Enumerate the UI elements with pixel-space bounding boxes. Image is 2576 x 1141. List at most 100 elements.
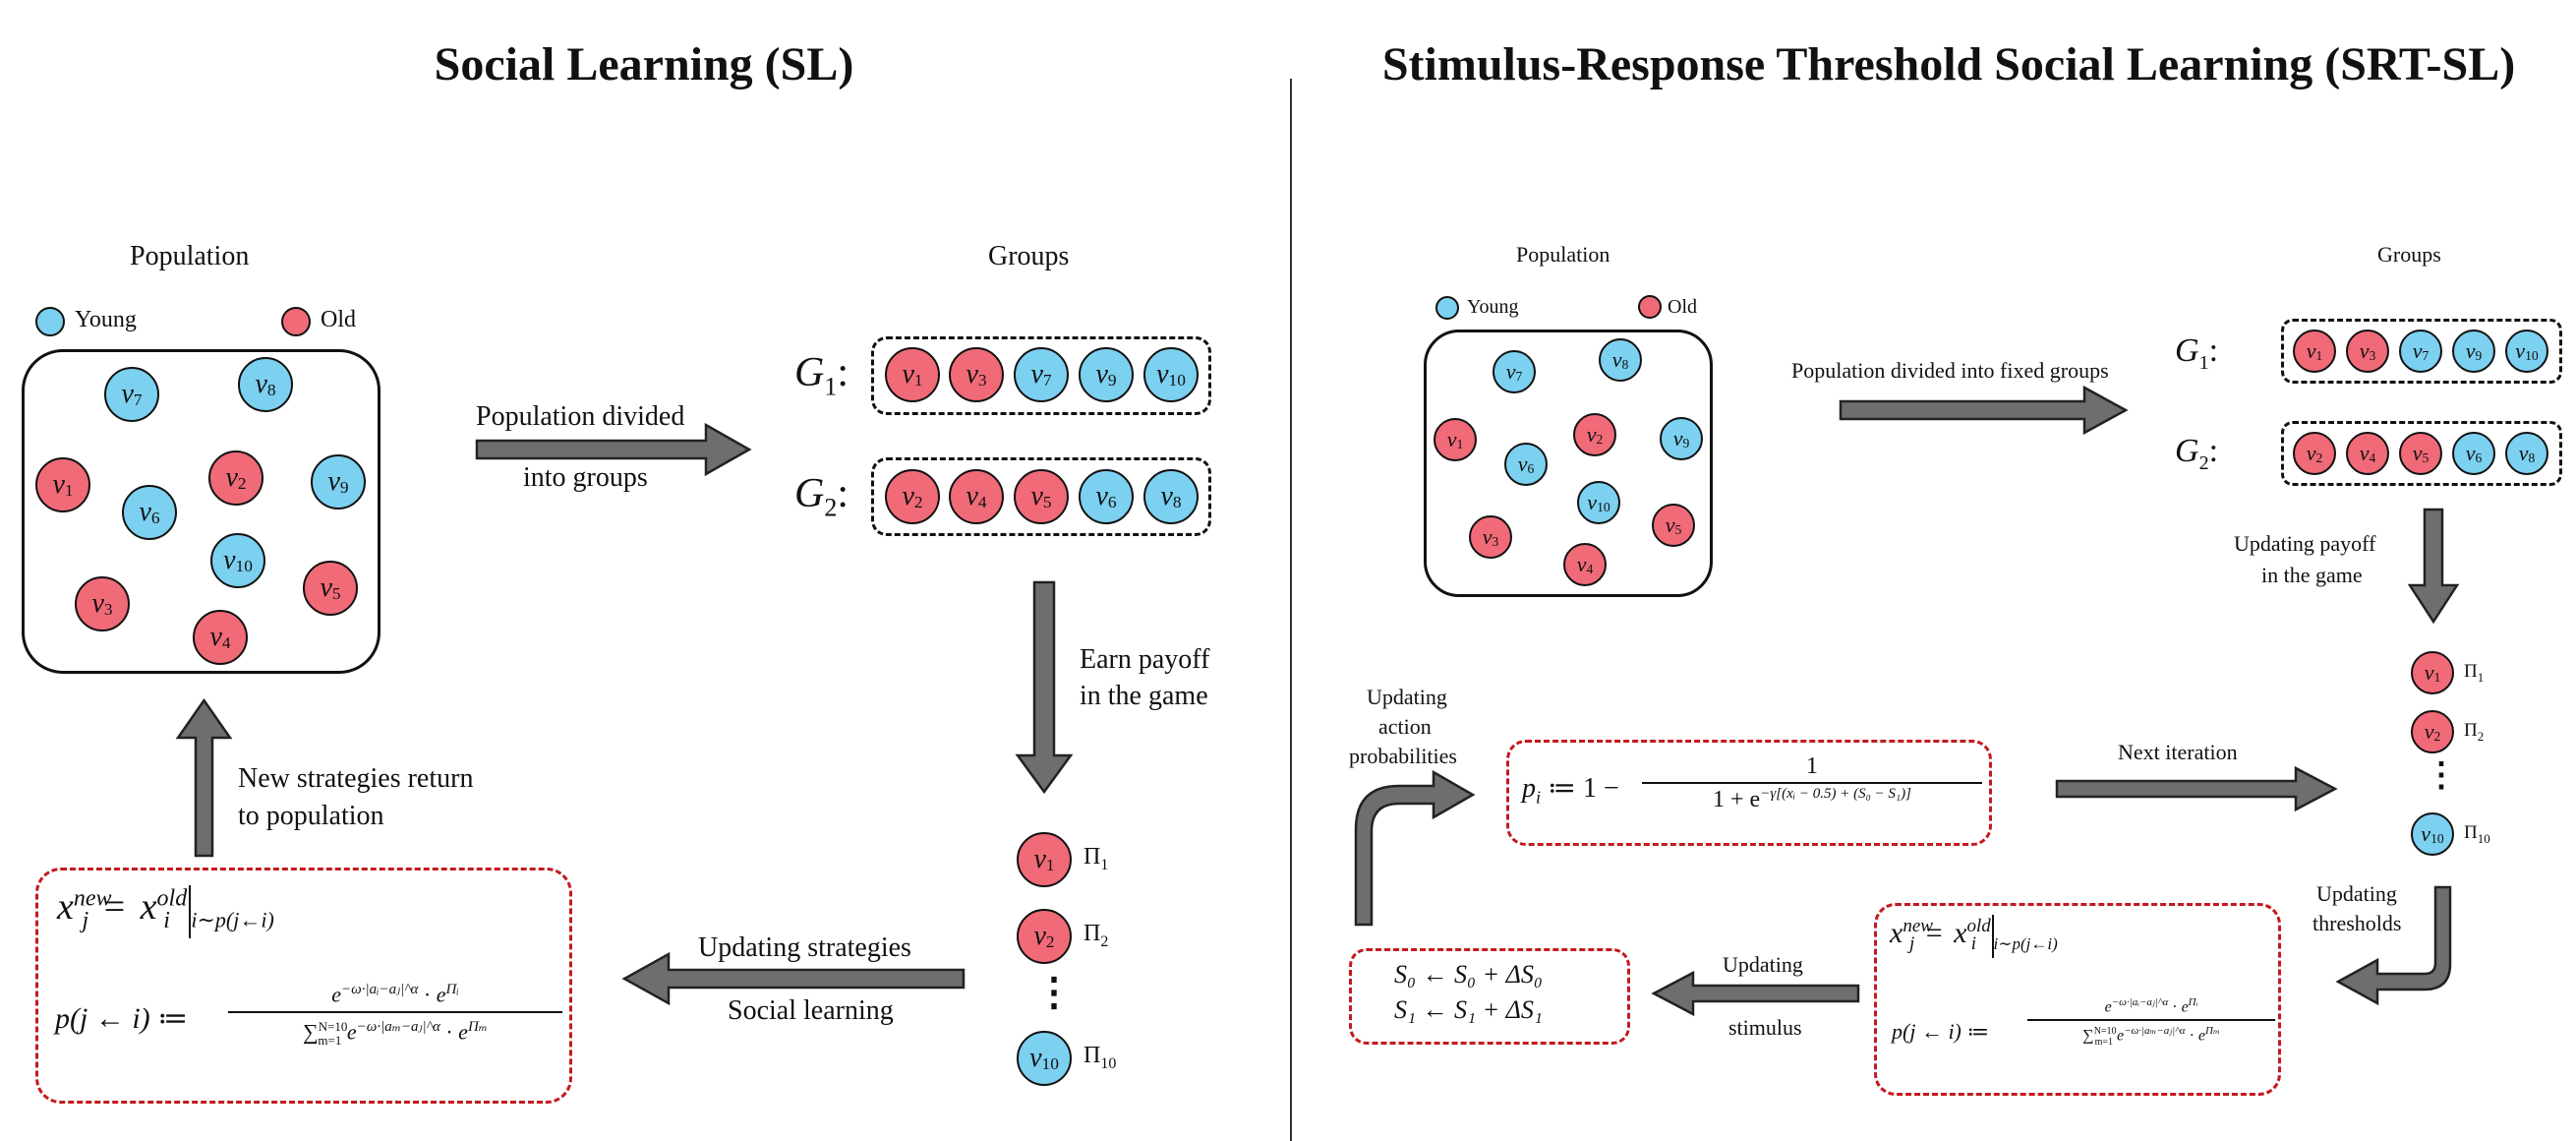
left-title: Social Learning (SL) — [434, 38, 854, 90]
sl-formula-box — [35, 868, 572, 1104]
srt-divide-label: Population divided into fixed groups — [1791, 358, 2109, 383]
sl-prob-lhs: p(j ← i) ≔ — [55, 1002, 189, 1035]
update-strategies-label: Updating strategies — [698, 932, 911, 963]
earn-payoff-label-2: in the game — [1080, 681, 1208, 711]
payoff-pi10: Π10 — [1083, 1043, 1117, 1072]
group-g2-box — [871, 457, 1211, 536]
panel-divider — [1290, 79, 1292, 1141]
sl-prob-fraction: e−ω·|aᵢ−aⱼ|^α · eΠᵢ ∑N=10m=1 e−ω·|aₘ−aⱼ|… — [228, 980, 562, 1049]
legend-old-dot — [281, 307, 311, 336]
srt-prob-lhs: p(j ← i) ≔ — [1892, 1019, 1990, 1044]
arrow-payoff-left — [1015, 580, 1074, 795]
action-prob-fraction: 1 1 + e−γ[(xᵢ − 0.5) + (S₀ − S₁)] — [1642, 753, 1982, 813]
payoff-pi1: Π1 — [1083, 844, 1109, 873]
srt-payoff-pi1: Π1 — [2464, 661, 2485, 685]
srt-population-label: Population — [1516, 242, 1610, 267]
payoff-pi2: Π2 — [1083, 921, 1109, 950]
arrow-divide-label-2: into groups — [523, 462, 648, 493]
g1-label: G1: — [794, 350, 849, 401]
srt-legend-young-dot — [1435, 296, 1459, 320]
arrow-thresholds — [2335, 885, 2452, 1006]
stimulus-s1: S₁ ← S₁ + ΔS₁ — [1394, 995, 1543, 1024]
arrow-payoff-right — [2407, 508, 2460, 625]
updating-thresholds-2: thresholds — [2313, 911, 2402, 935]
legend-young-label: Young — [75, 307, 137, 332]
srt-payoff-pi10: Π10 — [2464, 822, 2490, 846]
return-label-2: to population — [238, 801, 384, 831]
sl-update-rule: xnewj = xoldi i∼p(j←i) — [57, 885, 274, 938]
arrow-update-left — [621, 951, 966, 1006]
srt-payoff-ellipsis: ⋮ — [2425, 757, 2458, 794]
srt-prob-fraction: e−ω·|aᵢ−aⱼ|^α · eΠᵢ ∑N=10m=1 e−ω·|aₘ−aⱼ|… — [2027, 995, 2275, 1048]
updating-thresholds-1: Updating — [2316, 881, 2397, 906]
legend-old-label: Old — [321, 307, 356, 332]
g2-label: G2: — [794, 471, 849, 522]
srt-update-formula-box — [1874, 903, 2281, 1096]
arrow-divide-right — [1839, 385, 2129, 436]
population-label: Population — [130, 241, 250, 271]
arrow-stimulus — [1651, 970, 1860, 1017]
srt-group-g1-box — [2281, 319, 2562, 384]
arrow-action — [1354, 769, 1476, 927]
srt-g2-label: G2: — [2175, 433, 2219, 474]
srt-legend-old-dot — [1638, 295, 1662, 319]
legend-young-dot — [35, 307, 65, 336]
payoff-ellipsis: ⋮ — [1034, 970, 1074, 1014]
updating-action-1: Updating — [1367, 685, 1447, 709]
updating-stimulus-1: Updating — [1723, 952, 1803, 977]
srt-group-g2-box — [2281, 421, 2562, 486]
stimulus-s0: S₀ ← S₀ + ΔS₀ — [1394, 960, 1543, 989]
action-prob-box — [1506, 740, 1992, 846]
srt-payoff-pi2: Π2 — [2464, 720, 2485, 744]
arrow-divide-label-1: Population divided — [476, 401, 685, 432]
groups-label: Groups — [988, 241, 1070, 271]
arrow-return-left — [175, 697, 233, 858]
srt-g1-label: G1: — [2175, 332, 2219, 374]
srt-updating-payoff-1: Updating payoff — [2234, 531, 2376, 556]
right-title: Stimulus-Response Threshold Social Learn… — [1381, 38, 2516, 90]
stimulus-box — [1349, 948, 1630, 1045]
earn-payoff-label-1: Earn payoff — [1080, 644, 1210, 675]
srt-updating-payoff-2: in the game — [2261, 563, 2363, 587]
srt-legend-young-label: Young — [1467, 296, 1519, 318]
updating-action-3: probabilities — [1349, 744, 1457, 768]
srt-groups-label: Groups — [2377, 242, 2441, 267]
